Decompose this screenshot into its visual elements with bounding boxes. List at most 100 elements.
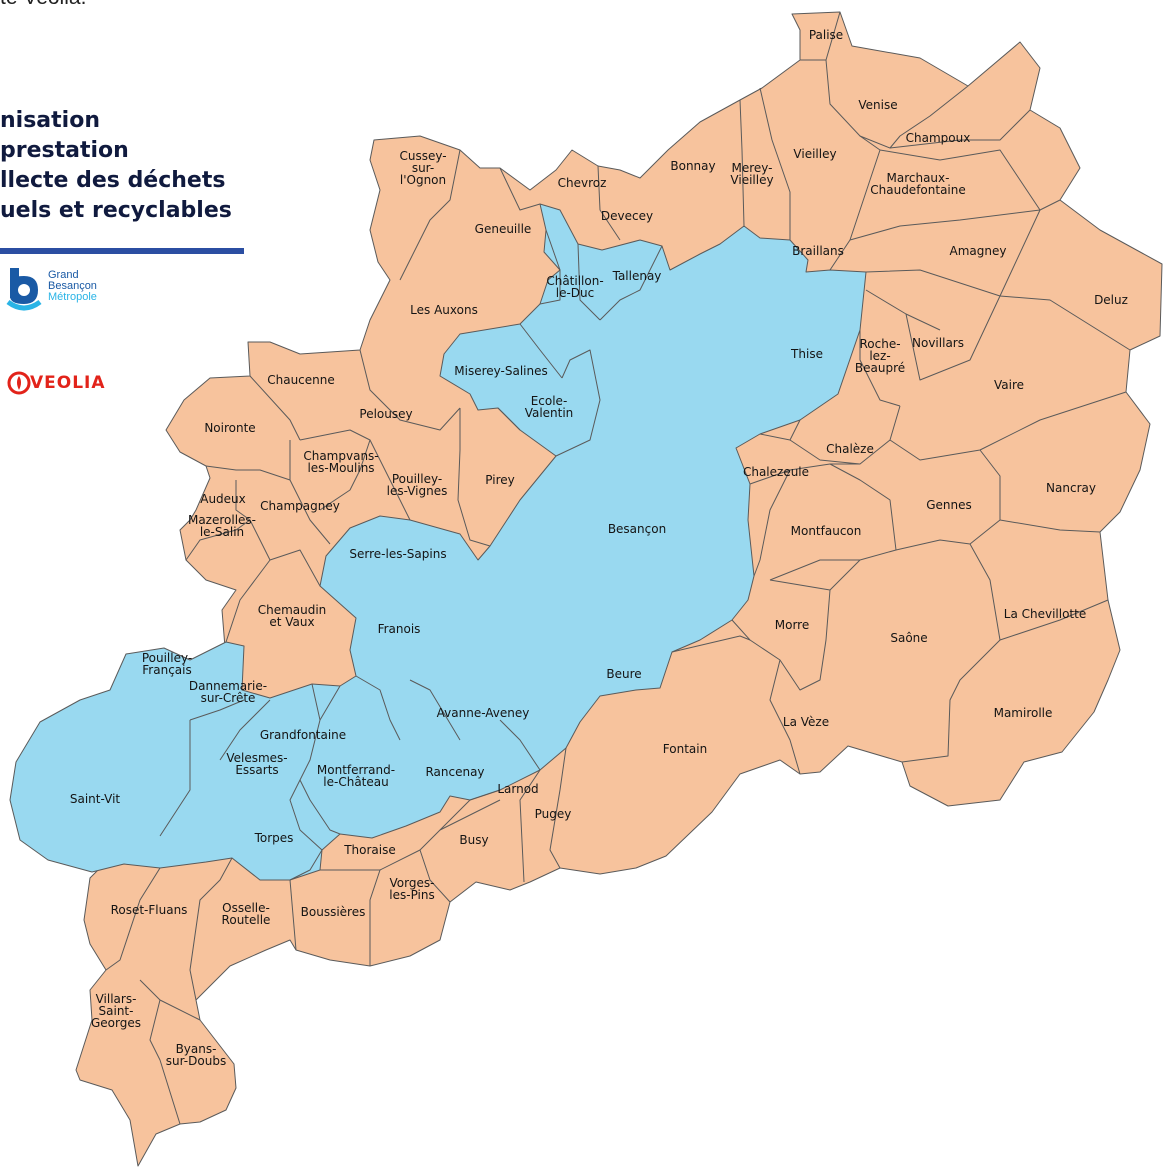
commune-label-line: Saône	[890, 631, 927, 645]
commune-label-vieilley: Vieilley	[793, 147, 836, 161]
commune-label-chalezeule: Chalezeule	[743, 465, 809, 479]
commune-label-line: Champoux	[906, 131, 971, 145]
commune-label-dannemarie: Dannemarie-sur-Crête	[189, 679, 267, 705]
commune-label-line: Vieilley	[793, 147, 836, 161]
commune-label-chatillon: Châtillon-le-Duc	[546, 274, 603, 300]
commune-label-line: Morre	[775, 618, 809, 632]
commune-label-line: le-Château	[323, 775, 388, 789]
commune-label-montfaucon: Montfaucon	[791, 524, 862, 538]
commune-label-audeux: Audeux	[200, 492, 246, 506]
commune-label-cussey: Cussey-sur-l'Ognon	[399, 149, 446, 187]
commune-label-line: La Vèze	[783, 715, 829, 729]
commune-label-line: Pouilley-	[142, 651, 192, 665]
commune-label-line: Mazerolles-	[188, 513, 256, 527]
commune-label-busy: Busy	[459, 833, 488, 847]
commune-label-line: Pirey	[485, 473, 514, 487]
commune-label-line: Geneuille	[475, 222, 532, 236]
commune-label-line: Champagney	[260, 499, 340, 513]
territory-blue	[9, 203, 867, 881]
commune-label-line: Beure	[606, 667, 641, 681]
commune-label-byans: Byans-sur-Doubs	[166, 1042, 226, 1068]
commune-label-deluz: Deluz	[1094, 293, 1128, 307]
commune-label-line: Bonnay	[670, 159, 715, 173]
commune-label-line: Noironte	[204, 421, 255, 435]
commune-label-serre: Serre-les-Sapins	[349, 547, 446, 561]
commune-label-osselle: Osselle-Routelle	[222, 901, 271, 927]
commune-label-line: Novillars	[912, 336, 964, 350]
commune-label-line: Pugey	[535, 807, 572, 821]
top-caption: te Veolia.	[0, 0, 86, 10]
title-underline	[0, 248, 244, 254]
commune-label-palise: Palise	[809, 28, 843, 42]
commune-label-line: Palise	[809, 28, 843, 42]
commune-label-vorges: Vorges-les-Pins	[389, 876, 434, 902]
commune-label-line: lez-	[869, 349, 890, 363]
commune-label-line: Chevroz	[558, 176, 607, 190]
commune-label-miserey: Miserey-Salines	[454, 364, 547, 378]
commune-label-morre: Morre	[775, 618, 809, 632]
commune-label-pouilleyvignes: Pouilley-les-Vignes	[387, 472, 448, 498]
commune-label-villars: Villars-Saint-Georges	[91, 992, 141, 1030]
commune-label-larnod: Larnod	[497, 782, 538, 796]
commune-label-nancray: Nancray	[1046, 481, 1096, 495]
commune-label-line: Braillans	[792, 244, 844, 258]
commune-label-line: Français	[142, 663, 191, 677]
commune-label-saone: Saône	[890, 631, 927, 645]
commune-label-line: Roset-Fluans	[111, 903, 188, 917]
commune-label-line: Les Auxons	[410, 303, 478, 317]
commune-label-line: Thise	[790, 347, 823, 361]
commune-label-line: Champvans-	[303, 449, 378, 463]
commune-label-bonnay: Bonnay	[670, 159, 715, 173]
commune-label-line: et Vaux	[269, 615, 314, 629]
commune-label-avanne: Avanne-Aveney	[437, 706, 530, 720]
commune-label-rancenay: Rancenay	[425, 765, 484, 779]
commune-label-line: Serre-les-Sapins	[349, 547, 446, 561]
commune-label-line: Audeux	[200, 492, 246, 506]
commune-label-chevroz: Chevroz	[558, 176, 607, 190]
commune-label-line: Montferrand-	[317, 763, 395, 777]
commune-label-line: le-Duc	[556, 286, 595, 300]
commune-label-line: Larnod	[497, 782, 538, 796]
commune-label-line: Chemaudin	[258, 603, 327, 617]
commune-label-chaleze: Chalèze	[826, 442, 874, 456]
grand-besancon-logo	[6, 268, 42, 311]
commune-label-line: Nancray	[1046, 481, 1096, 495]
commune-label-line: Merey-	[731, 161, 772, 175]
commune-label-lesauxons: Les Auxons	[410, 303, 478, 317]
commune-label-line: Georges	[91, 1016, 141, 1030]
commune-label-line: Rancenay	[425, 765, 484, 779]
commune-label-line: Byans-	[176, 1042, 217, 1056]
commune-label-pirey: Pirey	[485, 473, 514, 487]
commune-label-amagney: Amagney	[950, 244, 1007, 258]
commune-label-line: Marchaux-	[887, 171, 950, 185]
commune-label-tallenay: Tallenay	[612, 269, 662, 283]
commune-label-line: Chaudefontaine	[870, 183, 966, 197]
commune-label-line: Thoraise	[343, 843, 396, 857]
commune-label-pouilleyfr: Pouilley-Français	[142, 651, 192, 677]
commune-label-line: Miserey-Salines	[454, 364, 547, 378]
commune-label-vaire: Vaire	[994, 378, 1024, 392]
commune-label-chaucenne: Chaucenne	[267, 373, 335, 387]
commune-label-line: Chalezeule	[743, 465, 809, 479]
commune-label-merey: Merey-Vieilley	[730, 161, 773, 187]
commune-label-grandfontaine: Grandfontaine	[260, 728, 346, 742]
commune-label-novillars: Novillars	[912, 336, 964, 350]
commune-label-mazerolles: Mazerolles-le-Salin	[188, 513, 256, 539]
commune-label-franois: Franois	[378, 622, 421, 636]
commune-label-line: sur-Doubs	[166, 1054, 226, 1068]
commune-label-line: Franois	[378, 622, 421, 636]
commune-label-line: Chaucenne	[267, 373, 335, 387]
commune-label-boussieres: Boussières	[301, 905, 366, 919]
commune-label-line: Cussey-	[399, 149, 446, 163]
commune-label-line: Devecey	[601, 209, 653, 223]
commune-label-line: les-Moulins	[307, 461, 374, 475]
commune-label-devecey: Devecey	[601, 209, 653, 223]
commune-label-line: sur-Crête	[201, 691, 256, 705]
title-line: uels et recyclables	[0, 198, 232, 223]
title-line: nisation	[0, 108, 100, 133]
commune-label-line: Amagney	[950, 244, 1007, 258]
commune-label-line: l'Ognon	[400, 173, 446, 187]
commune-label-champoux: Champoux	[906, 131, 971, 145]
commune-label-line: Vaire	[994, 378, 1024, 392]
